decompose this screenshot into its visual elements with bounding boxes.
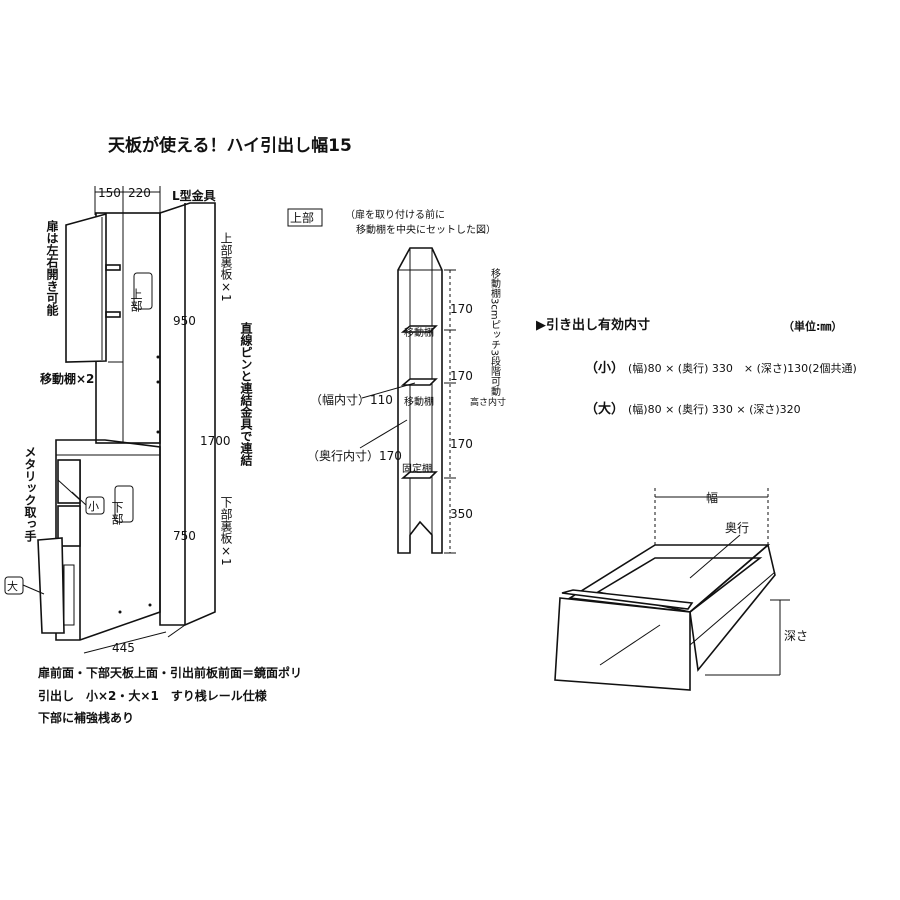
inner-width-leader [361,382,416,399]
large-leader [22,584,45,595]
tall-unit-outline [397,247,443,554]
upper-box [287,208,323,227]
inner-depth-leader [359,419,408,449]
drawer-spec: ▶引き出し有効内寸 （単位:㎜） （小） (幅)80 × (奥行) 330 × … [536,317,857,691]
shelf-label-2: 移動棚 [404,395,434,408]
lower-cabinet [55,439,161,641]
unit-label: （単位:㎜） [783,319,842,333]
cabinet-side-panel [159,202,216,626]
drawer-side-line [689,571,776,646]
joint-note: 直線ピンと連結金具で連結 [239,321,253,467]
note-finish: 扉前面・下部天板上面・引出前板前面＝鏡面ポリ [38,665,302,680]
width-label: 幅 [706,490,718,505]
width-dim-line [83,631,167,654]
dim-170-a: 170 [450,302,473,316]
dim-150: 150 [98,186,121,200]
large-size-spec: (幅)80 × (奥行) 330 × (深さ)320 [628,402,801,416]
small-leader [71,491,87,506]
door-shelf-1 [105,264,121,271]
drawer-shine [599,624,661,666]
small-size-spec: (幅)80 × (奥行) 330 × (深さ)130(2個共通) [628,361,857,375]
caption-line-2: 移動棚を中央にセットした図） [356,223,496,236]
dim-170-c: 170 [450,437,473,451]
caption-line-1: （扉を取り付ける前に [345,208,445,221]
drawer-front-panel [554,597,691,691]
large-drawer-side [63,564,75,626]
dim-170-b: 170 [450,369,473,383]
depth-leader [689,534,741,579]
movable-shelf-note: 移動棚×2 [40,371,94,386]
height-1700: 1700 [200,434,231,448]
upper-box-label: 上部 [290,210,314,225]
note-drawers: 引出し 小×2・大×1 すり桟レール仕様 [38,688,268,703]
shelf-label-1: 移動棚 [404,326,434,339]
movable-shelf-2 [400,378,438,386]
lower-back-note: 下部裏板×1 [219,496,233,566]
inner-depth: （奥行内寸）170 [307,449,402,463]
page-title: 天板が使える！ハイ引出し幅15 [108,135,352,156]
fixed-shelf [400,471,438,479]
depth-label: 奥行 [725,521,749,535]
note-reinforcement: 下部に補強桟あり [38,710,134,725]
height-950: 950 [173,314,196,328]
large-marker: 大 [7,579,18,593]
width-445: 445 [112,641,135,655]
height-750: 750 [173,529,196,543]
pin-hole [156,355,160,359]
dim-220: 220 [128,186,151,200]
large-size-label: （大） [585,401,624,417]
upper-back-note: 上部裏板×1 [219,232,233,302]
upper-label-box [133,272,153,310]
small-drawer-1[interactable] [57,459,81,504]
upper-door [65,212,107,363]
drawer-spec-heading: ▶引き出し有効内寸 [536,317,650,333]
door-shelf-2 [105,311,121,318]
fixed-shelf-label: 固定棚 [402,462,432,475]
pitch-note: 移動棚3cmピッチ3段階可動 [489,267,501,397]
pin-hole [156,380,160,384]
metallic-handle-note: メタリック取っ手 [23,446,37,543]
small-size-label: （小） [585,360,624,376]
inner-width: （幅内寸）110 [310,392,393,407]
l-bracket-label: L型金具 [172,188,216,203]
lower-label-box [114,485,134,523]
dim-leader [167,624,186,638]
deep-label: 深さ [784,629,808,643]
drawer-side [689,543,776,672]
large-drawer[interactable] [37,537,65,634]
door-note: 扉は左右開き可能 [45,219,59,317]
cabinet-elevation: 150 220 L型金具 扉は左右開き可能 上部 上部裏板×1 移動棚×2 95… [4,186,302,725]
drawer-front-rim [561,589,694,610]
small-drawer-2[interactable] [57,505,81,547]
height-inner-label: 高さ内寸 [470,396,506,408]
upper-interior-diagram: 上部 （扉を取り付ける前に 移動棚を中央にセットした図） 移動棚 移動棚 固定棚… [287,208,506,554]
pin-hole [148,603,152,607]
pin-hole [118,610,122,614]
dim-350: 350 [450,507,473,521]
movable-shelf-1 [400,325,438,333]
pin-hole [156,430,160,434]
small-marker-box [85,496,105,515]
lower-label: 下部 [110,501,124,525]
small-marker: 小 [88,500,99,513]
upper-label: 上部 [129,288,143,312]
